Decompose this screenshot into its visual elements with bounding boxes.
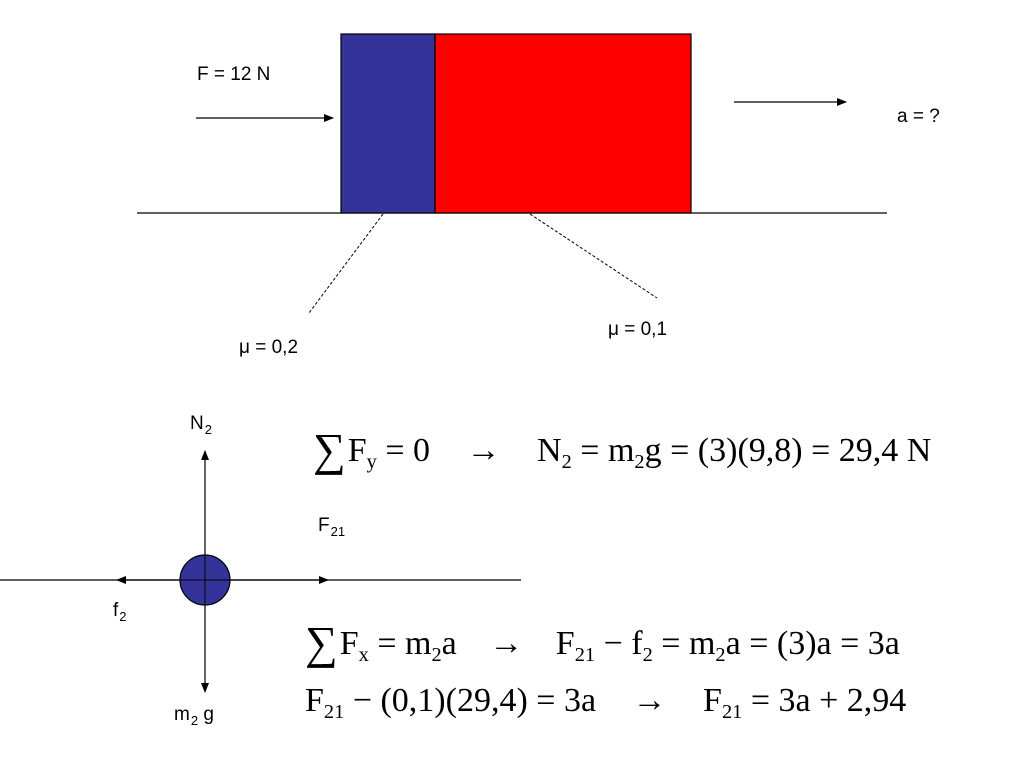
f21-label: F21 (318, 515, 346, 539)
applied-force-label: F = 12 N (197, 64, 271, 85)
mu-left-leader (308, 213, 384, 314)
equation-y-balance: ∑Fy = 0 → N2 = m2g = (3)(9,8) = 29,4 N (313, 423, 932, 475)
acceleration-label: a = ? (897, 106, 940, 127)
block-large (434, 33, 692, 214)
friction-label: f2 (113, 600, 127, 624)
mu-right-label: μ = 0,1 (608, 319, 668, 340)
weight-label: m2 g (174, 704, 214, 728)
equation-f21-solution: F21 − (0,1)(29,4) = 3a → F21 = 3a + 2,94 (305, 682, 907, 724)
block-small (340, 33, 436, 214)
normal-force-label: N2 (190, 413, 212, 437)
mu-right-leader (529, 213, 658, 299)
equation-x-newton: ∑Fx = m2a → F21 − f2 = m2a = (3)a = 3a (305, 616, 900, 668)
mu-left-label: μ = 0,2 (239, 337, 299, 358)
